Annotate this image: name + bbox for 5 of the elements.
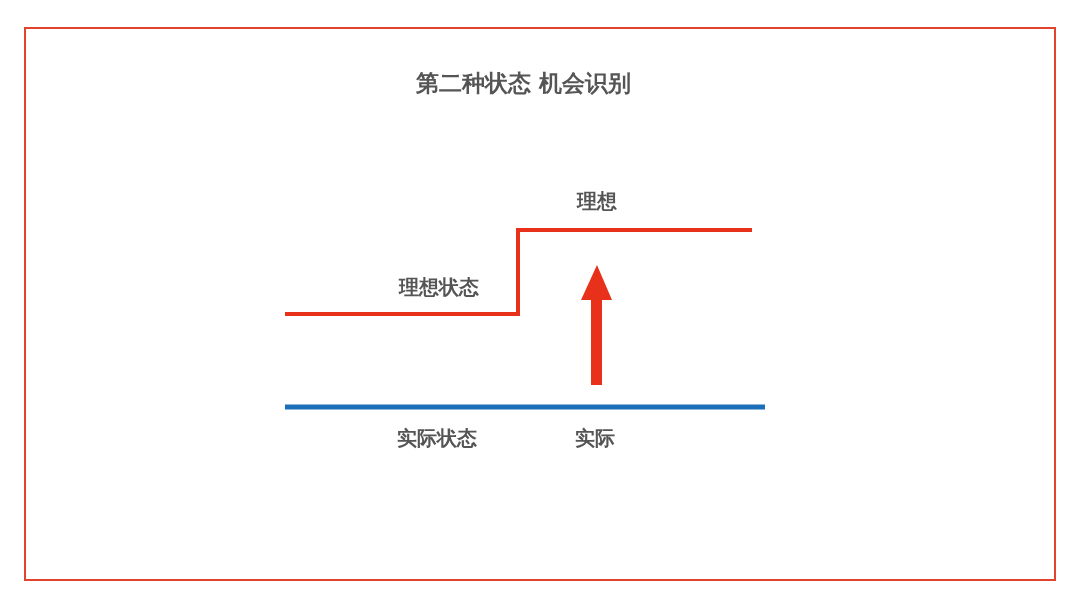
line-label: 实际状态 [397,424,477,452]
line-label: 理想状态 [399,273,479,301]
line-label: 实际 [575,424,615,452]
title: 第二种状态 机会识别 [416,68,632,98]
line-label: 理想 [577,187,617,215]
